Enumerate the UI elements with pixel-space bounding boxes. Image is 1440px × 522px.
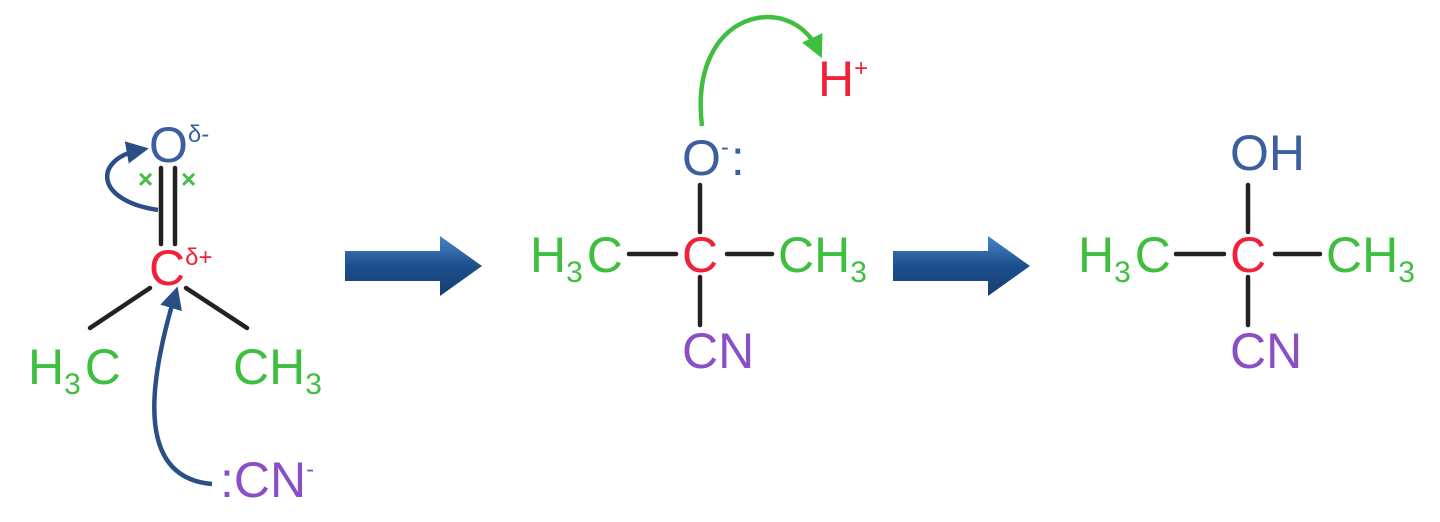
reaction-arrow-2-icon bbox=[893, 236, 1030, 296]
step1-oxygen-atom: Oδ- bbox=[149, 117, 209, 173]
step3-carbon-atom: C bbox=[1230, 227, 1266, 283]
step1-right-methyl: CH3 bbox=[233, 339, 322, 401]
step2-oxygen-anion: O-: bbox=[682, 130, 745, 186]
step1-right-methyl-bond bbox=[183, 285, 250, 331]
step2-left-methyl: H3C bbox=[530, 227, 623, 289]
step2-intermediate: O-: H+ H3C C CH3 CN bbox=[530, 14, 868, 379]
step1-cyanide-nucleophile: :CN- bbox=[220, 452, 314, 508]
step1-carbon-atom: Cδ+ bbox=[149, 240, 212, 296]
step1-lone-pair-left-cross: × bbox=[138, 164, 153, 194]
step2-right-methyl: CH3 bbox=[778, 227, 867, 289]
step1-cyanide-attack-curly-arrow-icon bbox=[152, 286, 213, 487]
step3-right-methyl: CH3 bbox=[1326, 227, 1415, 289]
step3-nitrile-group: CN bbox=[1230, 323, 1302, 379]
step1-reactant: Oδ- × × Cδ+ H3C CH3 :CN- bbox=[28, 117, 322, 508]
step3-product: OH H3C C CH3 CN bbox=[1078, 125, 1415, 379]
step2-carbon-atom: C bbox=[682, 227, 718, 283]
step2-proton: H+ bbox=[818, 51, 868, 107]
step2-nitrile-group: CN bbox=[682, 323, 754, 379]
step1-pi-bond-curly-arrow-icon bbox=[104, 141, 159, 213]
step2-protonation-curly-arrow-icon bbox=[698, 14, 823, 127]
reaction-arrow-1-icon bbox=[345, 236, 482, 296]
step3-left-methyl: H3C bbox=[1078, 227, 1171, 289]
step3-hydroxyl-group: OH bbox=[1230, 125, 1305, 181]
step1-left-methyl-bond bbox=[87, 285, 153, 331]
step1-lone-pair-right-cross: × bbox=[181, 164, 196, 194]
step1-left-methyl: H3C bbox=[28, 339, 121, 401]
